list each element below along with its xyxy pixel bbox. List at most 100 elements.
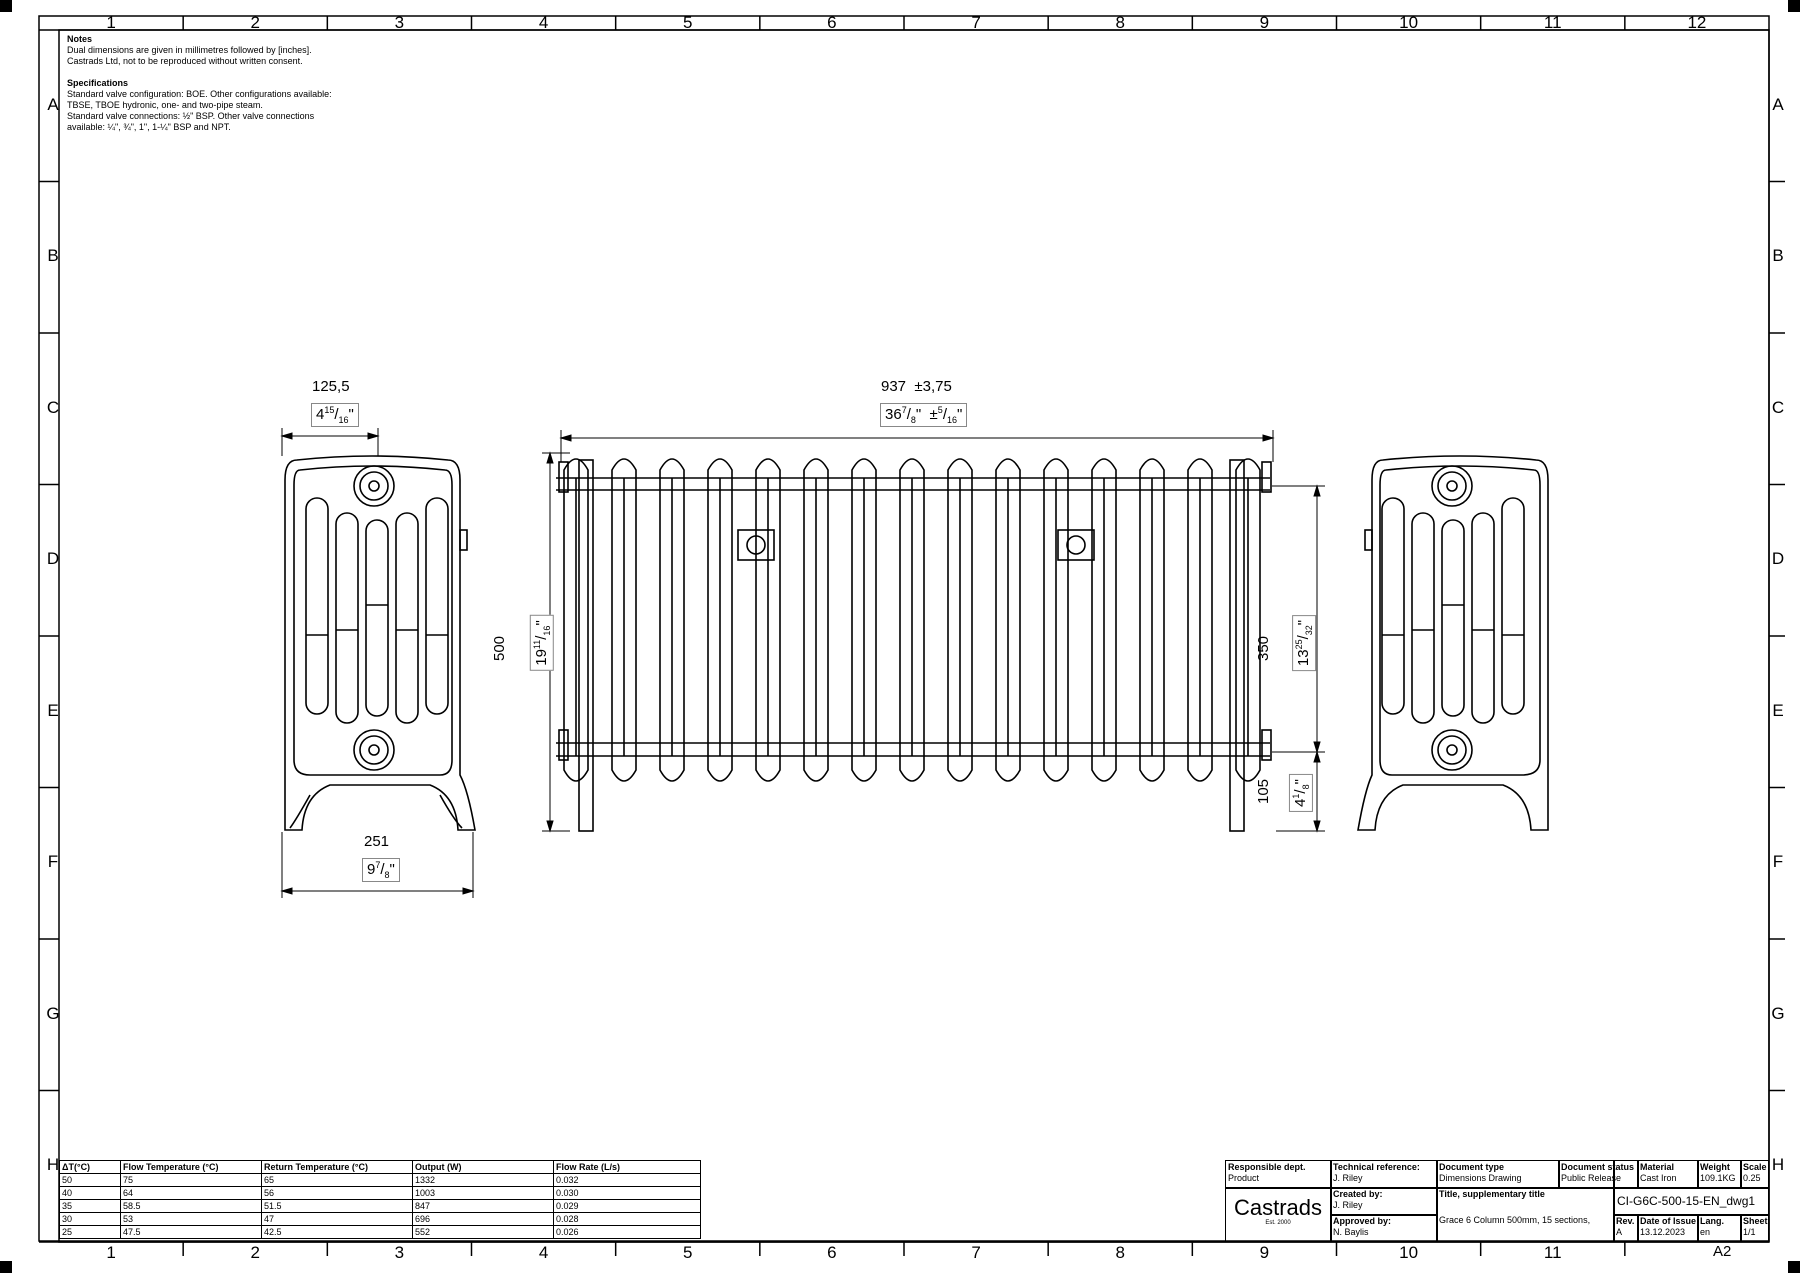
approved-by: Approved by:N. Baylis: [1333, 1216, 1392, 1237]
spec-line: available: ¼", ¾", 1", 1-¼" BSP and NPT.: [67, 122, 231, 132]
grid-column-number: 4: [538, 13, 549, 32]
depth-dimension-inch: 415/16": [311, 403, 359, 427]
radiator-section: [707, 458, 733, 782]
depth-dimension-mm: 125,5: [312, 378, 350, 395]
table-cell: 552: [412, 1225, 554, 1239]
grid-row-letter: H: [1771, 1155, 1785, 1175]
grid-column-number: 5: [683, 13, 693, 32]
notes-block: Notes Dual dimensions are given in milli…: [67, 34, 332, 133]
grid-column-number: 7: [971, 1243, 981, 1262]
grid-column-number: 2: [250, 1243, 260, 1262]
radiator-section: [611, 458, 637, 782]
table-cell: 56: [261, 1186, 413, 1200]
foot-dimension-inch: 97/8": [362, 858, 400, 882]
radiator-section: [1187, 458, 1213, 782]
table-cell: 42.5: [261, 1225, 413, 1239]
table-cell: 696: [412, 1212, 554, 1226]
table-cell: 51.5: [261, 1199, 413, 1213]
table-cell: 65: [261, 1173, 413, 1187]
grid-column-number: 10: [1399, 1243, 1419, 1262]
grid-column-number: 3: [394, 1243, 405, 1262]
grid-column-number: 12: [1687, 13, 1707, 32]
drawing-title: Grace 6 Column 500mm, 15 sections,: [1439, 1215, 1591, 1225]
spec-line: Standard valve configuration: BOE. Other…: [67, 89, 332, 99]
grid-row-letter: C: [1771, 397, 1785, 417]
notes-heading: Notes: [67, 34, 93, 44]
revision: Rev.A: [1616, 1216, 1635, 1237]
radiator-section: [1091, 458, 1117, 782]
logo-subtext: Est. 2000: [1265, 1220, 1291, 1226]
radiator-section: [1139, 458, 1165, 782]
grid-column-number: 6: [827, 1243, 837, 1262]
notes-line: Dual dimensions are given in millimetres…: [67, 45, 312, 55]
grid-column-number: 10: [1399, 13, 1419, 32]
grid-row-letter: G: [1771, 1003, 1785, 1023]
table-header: ΔT(°C): [59, 1160, 121, 1174]
drawing-number: CI-G6C-500-15-EN_dwg1: [1617, 1194, 1756, 1208]
grid-column-number: 1: [106, 13, 116, 32]
centres-dimension-inch: 1325/32": [1292, 614, 1317, 672]
grid-column-number: 9: [1259, 1243, 1270, 1262]
table-cell: 47: [261, 1212, 413, 1226]
language: Lang.en: [1700, 1216, 1724, 1237]
grid-row-letter: E: [1772, 700, 1784, 720]
length-dimension-mm: 937 ±3,75: [881, 378, 952, 395]
table-cell: 0.028: [553, 1212, 701, 1226]
grid-column-number: 8: [1115, 13, 1125, 32]
radiator-section: [995, 458, 1021, 782]
table-cell: 0.029: [553, 1199, 701, 1213]
radiator-section: [803, 458, 829, 782]
grid-row-letter: B: [47, 246, 59, 266]
side-view-right: [1357, 455, 1549, 831]
technical-reference: Technical reference:J. Riley: [1333, 1162, 1420, 1183]
table-cell: 1003: [412, 1186, 554, 1200]
table-cell: 1332: [412, 1173, 554, 1187]
grid-row-letter: F: [1772, 852, 1784, 872]
grid-column-number: 6: [827, 13, 837, 32]
corner-mark: [1788, 1261, 1800, 1273]
radiator-section: [563, 458, 589, 782]
spec-line: TBSE, TBOE hydronic, one- and two-pipe s…: [67, 100, 263, 110]
grid-row-letter: A: [47, 94, 59, 114]
grid-row-letter: D: [46, 549, 60, 569]
floor-dimension-mm: 105: [1255, 778, 1273, 805]
grid-row-letter: D: [1771, 549, 1785, 569]
centres-dimension-mm: 350: [1255, 635, 1273, 662]
table-cell: 58.5: [120, 1199, 262, 1213]
table-cell: 0.026: [553, 1225, 701, 1239]
responsible-dept: Responsible dept.Product: [1228, 1162, 1306, 1183]
grid-column-number: 1: [106, 1243, 116, 1262]
created-by: Created by:J. Riley: [1333, 1189, 1383, 1210]
grid-row-letter: E: [47, 700, 59, 720]
radiator-section: [851, 458, 877, 782]
dimension-lines: [280, 428, 1325, 898]
table-cell: 50: [59, 1173, 121, 1187]
length-dimension-inch: 367/8" ±5/16": [880, 403, 968, 427]
table-cell: 0.032: [553, 1173, 701, 1187]
table-cell: 30: [59, 1212, 121, 1226]
radiator-section: [899, 458, 925, 782]
floor-dimension-inch: 41/8": [1288, 774, 1313, 812]
table-cell: 40: [59, 1186, 121, 1200]
side-view-left: [284, 455, 476, 831]
performance-table: ΔT(°C) Flow Temperature (°C) Return Temp…: [59, 1160, 701, 1239]
front-view: [556, 458, 1272, 832]
table-cell: 47.5: [120, 1225, 262, 1239]
height-dimension-mm: 500: [491, 635, 509, 662]
table-header: Flow Temperature (°C): [120, 1160, 262, 1174]
grid-row-letter: B: [1772, 246, 1784, 266]
spec-line: Standard valve connections: ½" BSP. Othe…: [67, 111, 315, 121]
corner-mark: [0, 1261, 12, 1273]
notes-line: Castrads Ltd, not to be reproduced witho…: [67, 56, 303, 66]
paper-size: A2: [1713, 1243, 1732, 1260]
grid-row-letter: A: [1772, 94, 1784, 114]
grid-row-letter: H: [46, 1155, 60, 1175]
castrads-logo: Castrads Est. 2000: [1228, 1196, 1328, 1227]
grid-column-number: 11: [1543, 13, 1562, 32]
table-cell: 847: [412, 1199, 554, 1213]
